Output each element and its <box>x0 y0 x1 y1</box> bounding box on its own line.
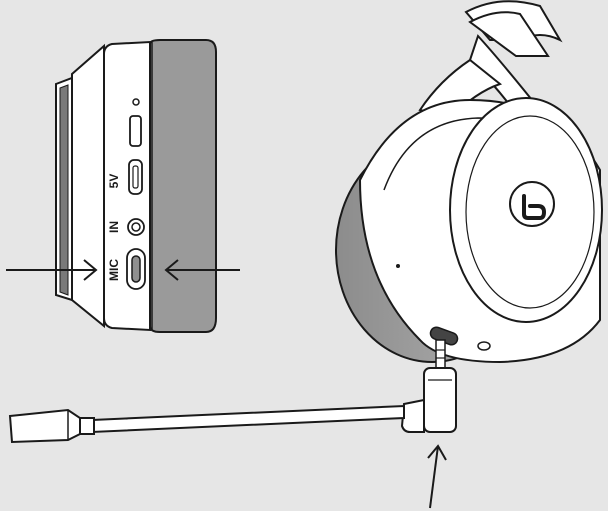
mic-plug-housing <box>423 367 457 433</box>
port-label-in: IN <box>107 221 121 233</box>
audio-in-jack-hole <box>131 222 141 232</box>
usb-port-inner <box>132 165 139 189</box>
port-label-mic: MIC <box>107 259 121 281</box>
arrow-right-icon <box>6 259 98 281</box>
lucid-sound-logo-icon <box>509 181 555 227</box>
mic-elbow-joint <box>400 398 425 433</box>
earcup-side-view: 5V IN MIC <box>55 39 217 333</box>
side-mic-hole <box>396 264 400 268</box>
mic-port-inner <box>131 255 141 283</box>
headband-strap <box>468 11 550 57</box>
earcup-ring-band <box>59 84 69 296</box>
top-slot <box>129 115 142 147</box>
earcup-cushion <box>149 39 217 333</box>
mic-capsule-head <box>8 408 81 444</box>
headset-port-secondary <box>477 341 491 351</box>
headset-perspective-view <box>335 0 603 364</box>
arrow-up-icon <box>427 444 447 509</box>
led-indicator <box>132 98 140 106</box>
boom-microphone <box>8 339 457 444</box>
earcup-angled-plate <box>71 43 105 329</box>
mic-boom-arm <box>91 404 405 434</box>
port-label-5v: 5V <box>107 174 121 189</box>
arrow-left-icon <box>164 259 240 281</box>
mic-boom-ferrule <box>79 417 95 435</box>
mic-plug-tip <box>435 339 446 371</box>
